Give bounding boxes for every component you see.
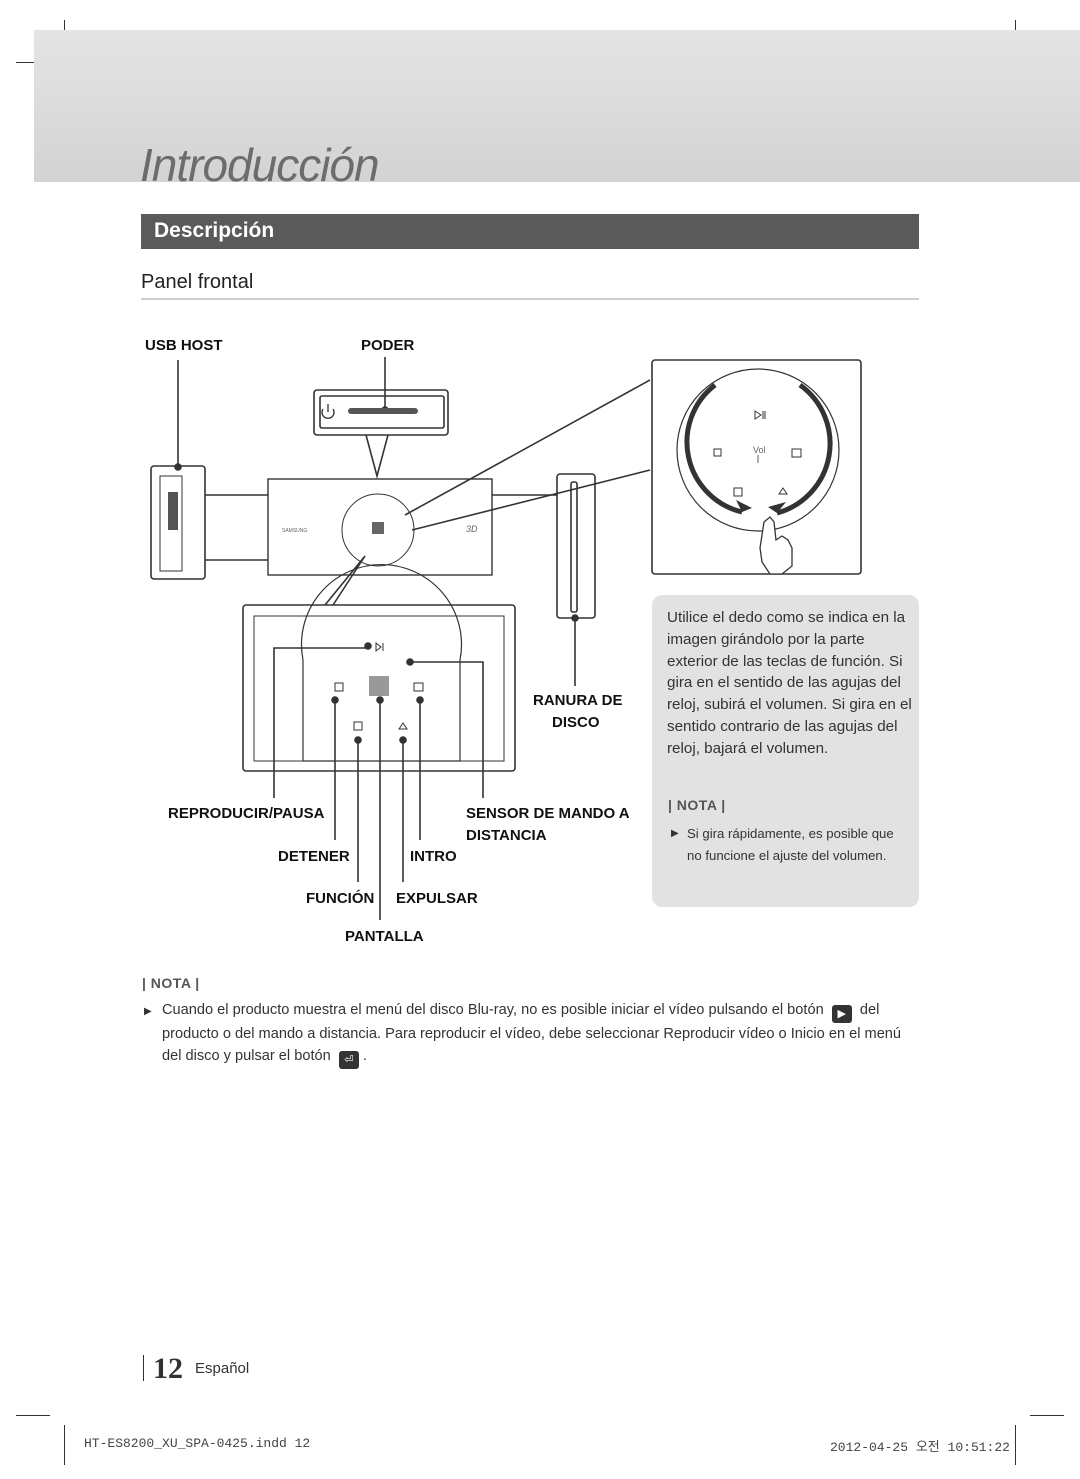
usb-port-inner: [159, 475, 183, 572]
crop-mark: [1015, 1425, 1016, 1465]
play-pause-icon: [754, 410, 766, 420]
callout-text: Utilice el dedo como se indica en la ima…: [667, 609, 912, 757]
note-bullet-icon: ▶: [671, 828, 679, 839]
bottom-nota-label: | NOTA |: [142, 975, 200, 991]
crop-mark: [16, 1415, 50, 1416]
label-sensor-line1: SENSOR DE MANDO A: [466, 805, 630, 822]
svg-text:3D: 3D: [466, 524, 478, 534]
rotation-zoom-box: [651, 359, 862, 575]
callout-note-line2: no funcione el ajuste del volumen.: [687, 848, 887, 863]
section-bar: [141, 214, 919, 249]
label-reproducir-pausa: REPRODUCIR/PAUSA: [168, 805, 325, 822]
front-panel-diagram: SAMSUNG 3D Vol: [150, 357, 862, 920]
label-funcion: FUNCIÓN: [306, 890, 375, 907]
hand-icon: [759, 516, 793, 575]
eject-icon-lower: [398, 722, 408, 730]
label-usb-host: USB HOST: [145, 337, 223, 354]
enter-icon-inline: ⏎: [338, 1051, 359, 1069]
label-ranura-de: RANURA DE: [533, 692, 623, 709]
label-poder: PODER: [361, 337, 415, 354]
header-band: [34, 30, 1080, 182]
bottom-note-part1: Cuando el producto muestra el menú del d…: [162, 1002, 824, 1018]
bottom-note-text: Cuando el producto muestra el menú del d…: [162, 999, 918, 1069]
controls-dial-arc: [300, 563, 463, 762]
rotation-arrow-left: [684, 383, 743, 515]
main-unit: [267, 478, 493, 576]
stop-icon: [713, 448, 722, 457]
eject-icon: [778, 487, 788, 495]
label-expulsar: EXPULSAR: [396, 890, 478, 907]
stop-icon-lower: [334, 682, 344, 692]
label-detener: DETENER: [278, 848, 350, 865]
note-bullet-icon: ▶: [144, 1006, 152, 1017]
subsection-title: Panel frontal: [141, 271, 254, 293]
function-icon: [733, 487, 743, 497]
callout-nota-label: | NOTA |: [668, 797, 726, 813]
controls-zoom-box: [242, 604, 516, 772]
page-number: 12: [153, 1352, 183, 1385]
chapter-title: Introducción: [140, 139, 380, 191]
footer-timestamp: 2012-04-25 오전 10:51:22: [830, 1440, 1010, 1455]
crop-mark: [1030, 1415, 1064, 1416]
play-icon: ▶: [831, 1005, 852, 1023]
rotation-arrow-right: [776, 382, 833, 516]
display-icon: [369, 676, 389, 696]
page-language: Español: [195, 1360, 250, 1377]
label-intro: INTRO: [410, 848, 457, 865]
label-sensor-line2: DISTANCIA: [466, 827, 547, 844]
crop-mark: [16, 62, 50, 63]
vol-label: Vol: [753, 445, 766, 455]
rotation-dial: [676, 368, 840, 532]
label-pantalla: PANTALLA: [345, 928, 424, 945]
disc-slot-zoom: [556, 473, 596, 619]
page-number-divider: [143, 1355, 144, 1381]
crop-mark: [64, 1425, 65, 1465]
enter-icon: [791, 448, 802, 458]
bottom-note-part3: .: [362, 1048, 367, 1064]
enter-icon-lower: [413, 682, 424, 692]
power-button-slot: [319, 395, 445, 429]
label-disco: DISCO: [552, 714, 600, 731]
section-title: Descripción: [154, 219, 275, 242]
bottom-note-part2: del producto o del mando a distancia. Pa…: [162, 1002, 902, 1064]
callout-box: [652, 595, 919, 907]
footer-file-info: HT-ES8200_XU_SPA-0425.indd 12: [84, 1436, 311, 1451]
callout-note-line1: Si gira rápidamente, es posible que: [687, 826, 894, 841]
function-icon-lower: [353, 721, 363, 731]
usb-port-slot: [168, 492, 178, 530]
svg-text:SAMSUNG: SAMSUNG: [282, 528, 307, 534]
subsection-rule: [141, 298, 919, 300]
power-button-zoom: [313, 389, 449, 436]
power-icon: [321, 404, 335, 419]
play-pause-icon-lower: [375, 641, 384, 653]
